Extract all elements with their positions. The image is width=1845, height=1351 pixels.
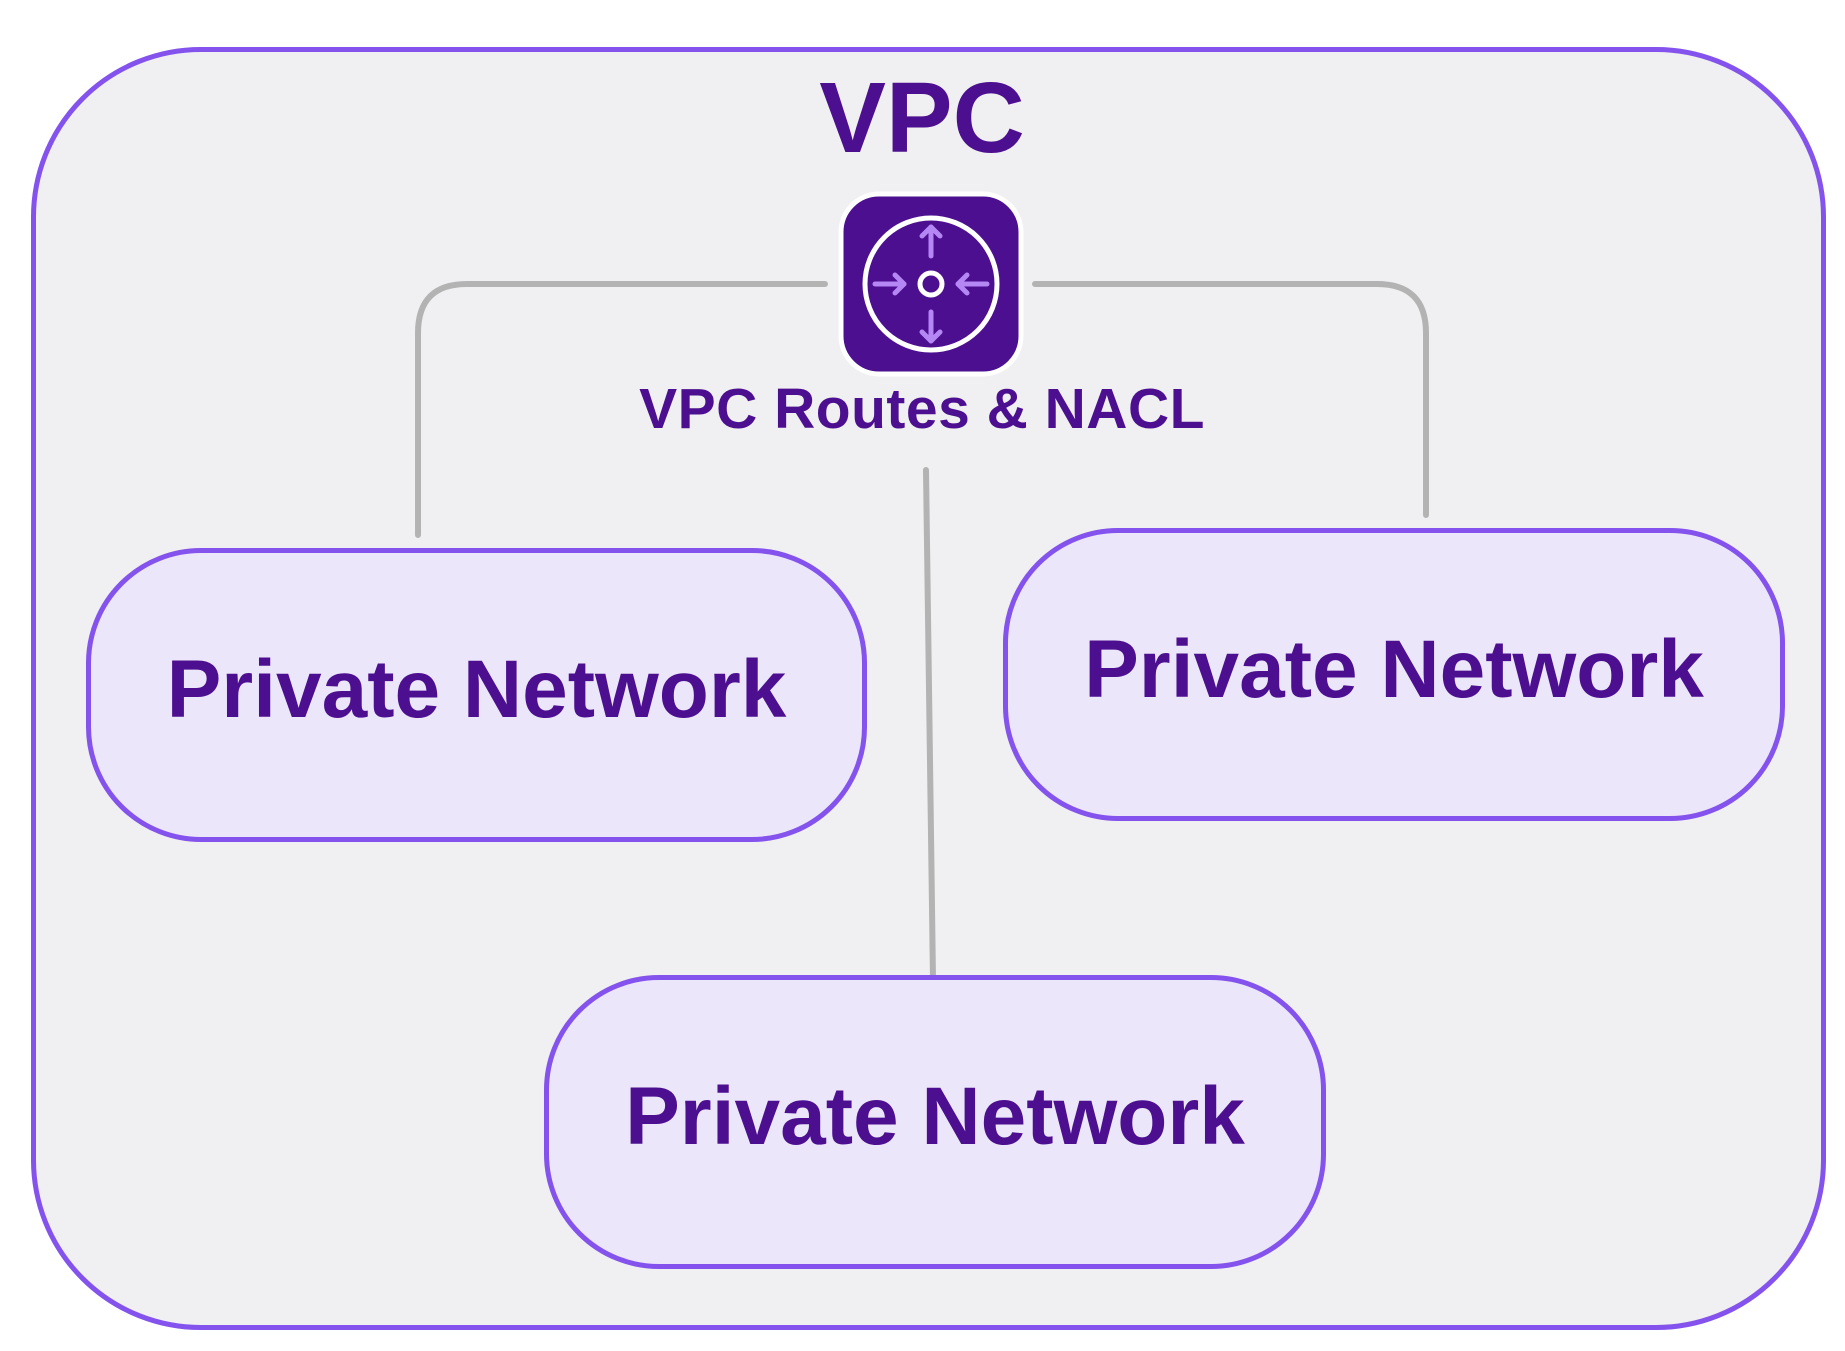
private-network-label: Private Network	[166, 644, 787, 735]
private-network-label: Private Network	[625, 1071, 1245, 1162]
private-network-bottom: Private Network	[544, 975, 1326, 1269]
vpc-title: VPC	[819, 62, 1025, 174]
private-network-label: Private Network	[1084, 623, 1704, 715]
connector-left	[415, 281, 828, 538]
connector-bottom	[923, 467, 936, 983]
router-label: VPC Routes & NACL	[639, 377, 1205, 441]
private-network-right: Private Network	[1003, 528, 1785, 821]
connector-right	[1032, 281, 1429, 518]
private-network-left: Private Network	[86, 548, 867, 842]
router-icon	[838, 191, 1024, 377]
